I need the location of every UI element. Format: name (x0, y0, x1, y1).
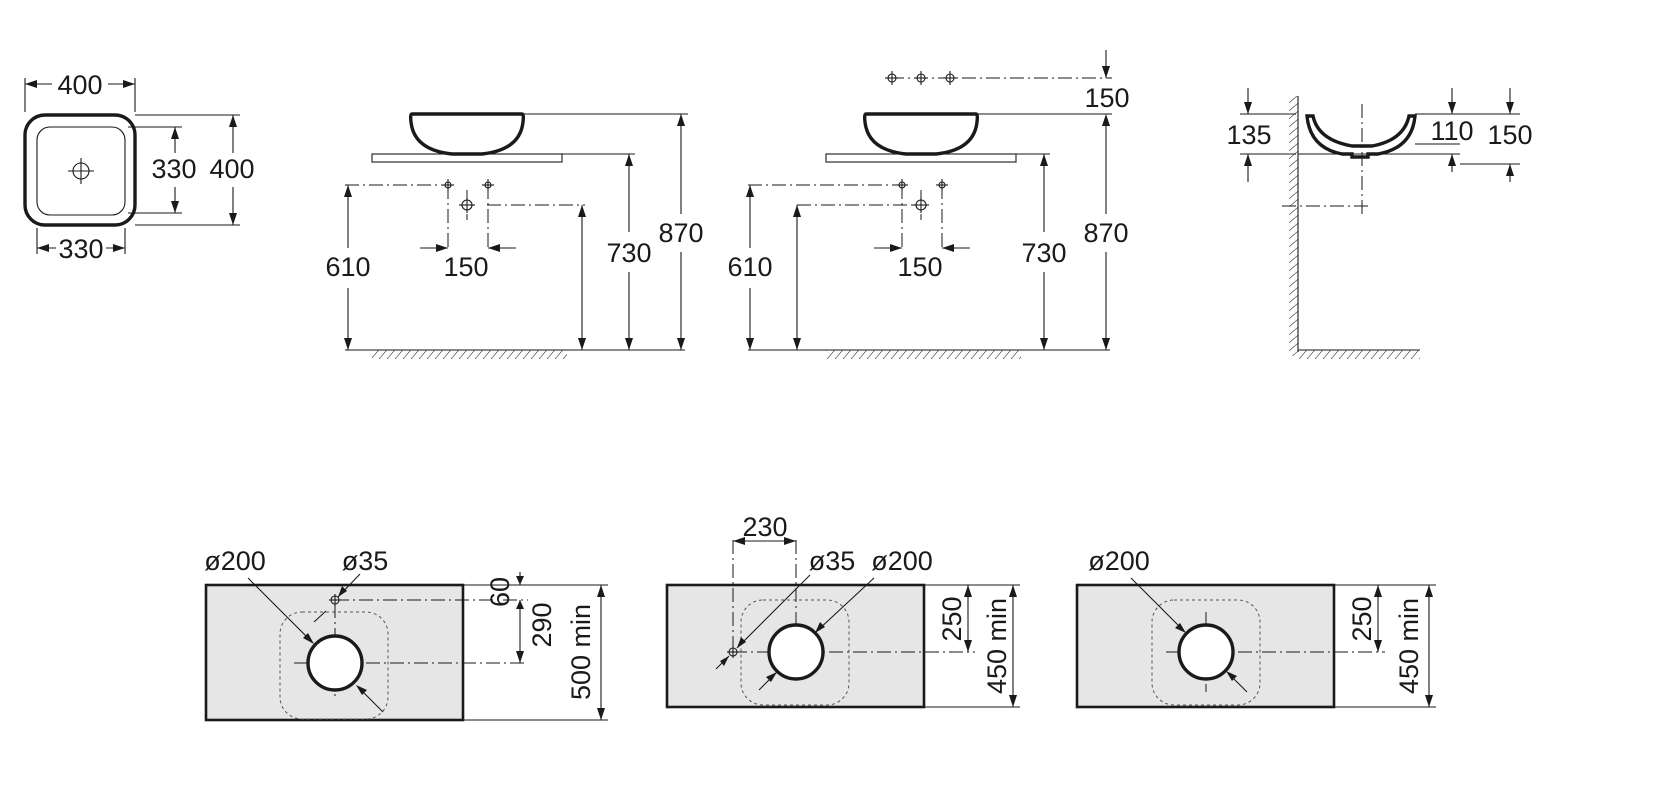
tap-icon (459, 197, 475, 213)
dim-250: 250 (937, 596, 967, 641)
basin-elevation (862, 112, 980, 156)
cutout-plan-c: ø200 250 450 min (1075, 546, 1436, 709)
dim-height-610: 610 (727, 252, 772, 282)
tap-icon (482, 179, 494, 191)
dim-depth-min: 450 min (982, 598, 1012, 694)
basin-footprint (1151, 599, 1261, 706)
label-hole-diameter: ø200 (871, 546, 933, 576)
dim-110: 110 (1430, 116, 1473, 146)
dim-60: 60 (485, 577, 515, 607)
basin-section (1305, 114, 1417, 159)
tap-icon (914, 71, 928, 85)
elevation-wall-tap: 150 150 610 730 870 (727, 50, 1130, 359)
dim-150: 150 (1487, 120, 1532, 150)
label-tap-diameter: ø35 (342, 546, 389, 576)
dim-depth-min: 450 min (1394, 598, 1424, 694)
basin-outline-outer (23, 113, 137, 227)
tap-icon (885, 71, 899, 85)
dim-290: 290 (527, 602, 557, 647)
tap-icon (442, 179, 454, 191)
dim-top-width-outer: 400 (57, 70, 102, 100)
dim-top-depth-outer: 400 (209, 154, 254, 184)
dim-135: 135 (1226, 120, 1271, 150)
dim-hole-spacing: 150 (443, 252, 488, 282)
tap-icon (913, 197, 929, 213)
label-tap-diameter: ø35 (809, 546, 856, 576)
floor-hatch (826, 350, 1021, 359)
elevation-deck-mounted: 150 610 730 870 (325, 112, 704, 359)
drain-cutout (1177, 623, 1235, 681)
dim-hole-spacing: 150 (897, 252, 942, 282)
tap-icon (943, 71, 957, 85)
dim-230: 230 (742, 512, 787, 542)
dim-top-width-inner: 330 (58, 234, 103, 264)
cutout-plan-b: 230 ø35 ø200 250 450 min (665, 512, 1020, 709)
countertop-slab (371, 153, 563, 163)
floor-hatch (372, 350, 567, 359)
dim-depth-min: 500 min (566, 604, 596, 700)
tap-icon (936, 179, 948, 191)
floor-hatch (1298, 350, 1420, 359)
basin-elevation (408, 112, 526, 156)
label-hole-diameter: ø200 (1088, 546, 1150, 576)
dim-wall-tap-offset: 150 (1084, 83, 1129, 113)
countertop-slab (825, 153, 1017, 163)
dim-height-730: 730 (606, 238, 651, 268)
basin-top-view: 400 330 330 400 (23, 70, 255, 264)
dim-top-depth-inner: 330 (151, 154, 196, 184)
drain-cutout (767, 623, 825, 681)
dim-height-610: 610 (325, 252, 370, 282)
dim-height-870: 870 (1083, 218, 1128, 248)
basin-side-section: 135 110 150 (1226, 88, 1533, 359)
basin-footprint (279, 611, 389, 720)
tap-icon (896, 179, 908, 191)
cutout-plan-a: ø200 ø35 60 290 500 min (204, 546, 608, 722)
label-hole-diameter: ø200 (204, 546, 266, 576)
dim-height-870: 870 (658, 218, 703, 248)
dim-250: 250 (1347, 596, 1377, 641)
wall-hatch (1289, 96, 1298, 356)
dim-height-730: 730 (1021, 238, 1066, 268)
basin-outline-inner (36, 126, 126, 216)
drain-cutout (306, 634, 364, 692)
